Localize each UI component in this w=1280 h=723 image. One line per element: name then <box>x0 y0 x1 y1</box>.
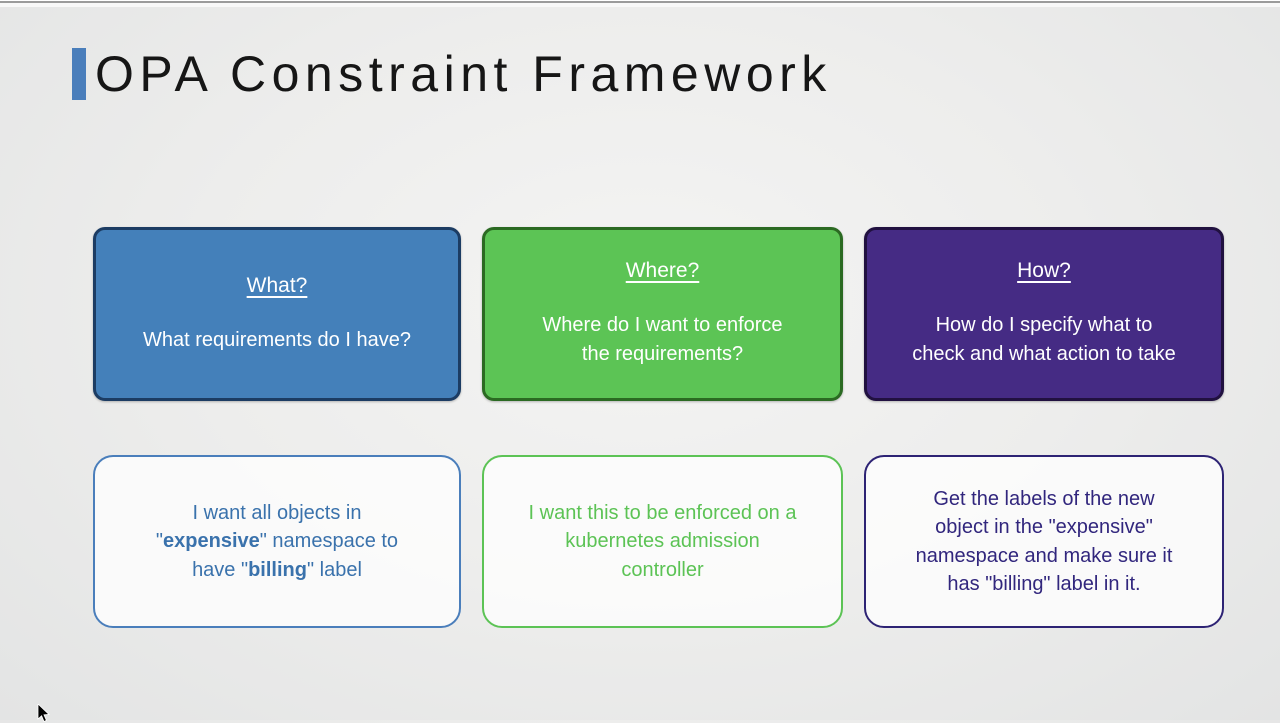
screen-top-edge <box>0 0 1280 7</box>
note-what-example: I want all objects in"expensive" namespa… <box>93 455 461 628</box>
framework-grid: What? What requirements do I have? Where… <box>93 227 1224 628</box>
note-what-example-text: I want all objects in"expensive" namespa… <box>155 501 399 581</box>
card-how-heading: How? <box>1017 259 1071 282</box>
slide-header: OPA Constraint Framework <box>72 46 832 102</box>
title-accent-bar <box>72 48 86 100</box>
card-what-body: What requirements do I have? <box>143 328 411 351</box>
card-where-heading: Where? <box>625 259 700 282</box>
card-what-heading: What? <box>246 273 308 297</box>
mouse-cursor <box>37 704 50 723</box>
page-title: OPA Constraint Framework <box>95 46 832 102</box>
card-what: What? What requirements do I have? <box>93 227 461 401</box>
